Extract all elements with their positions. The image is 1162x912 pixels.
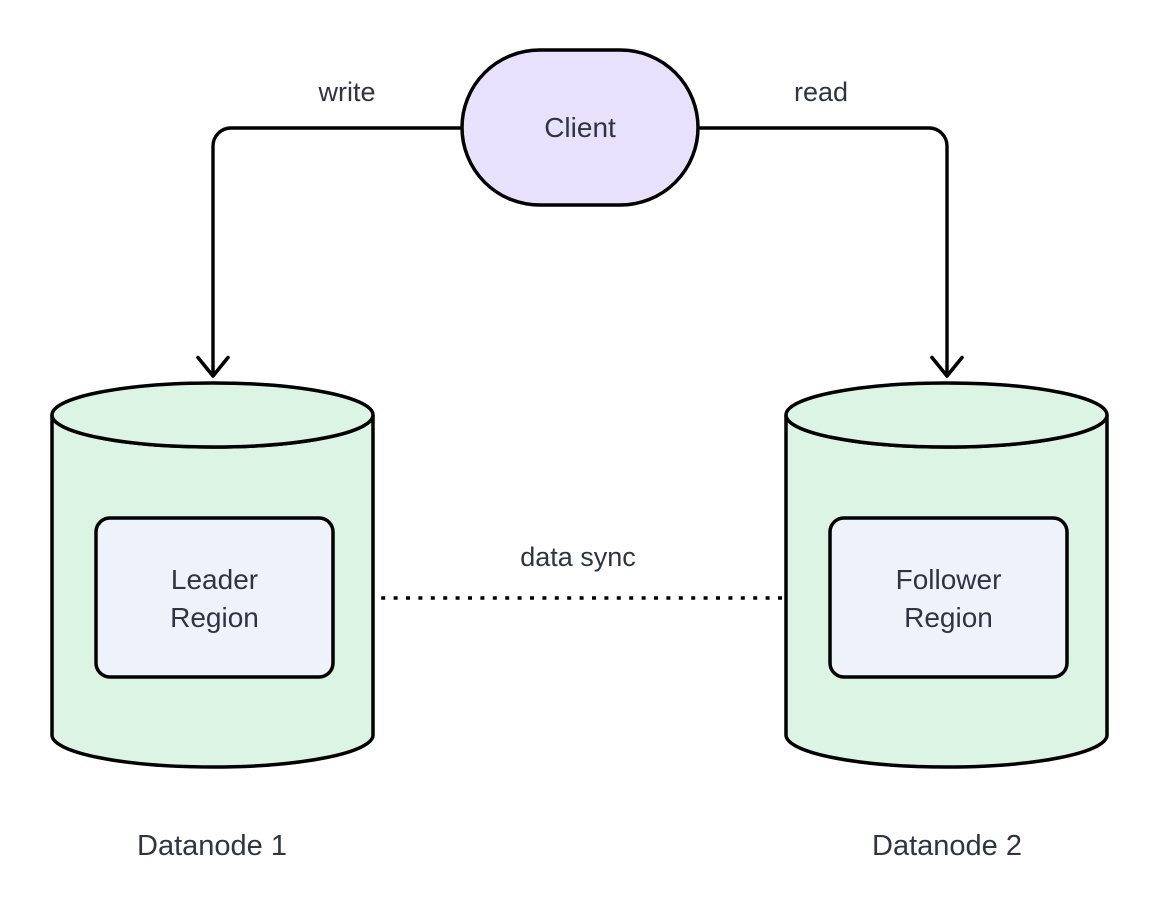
datanode1-cylinder-top	[50, 381, 375, 449]
leader-region-label-line2: Region	[170, 602, 259, 633]
client-label: Client	[544, 112, 616, 143]
read-edge: read	[696, 77, 964, 378]
read-edge-line	[696, 126, 949, 374]
datanode1-caption: Datanode 1	[137, 830, 287, 862]
datanode1-node: Leader Region Datanode 1	[50, 381, 375, 862]
follower-region-label-line2: Region	[904, 602, 993, 633]
data-sync-edge-label: data sync	[520, 542, 636, 572]
write-edge-label: write	[317, 77, 375, 107]
write-arrowhead-icon	[196, 355, 230, 378]
leader-region-label-line1: Leader	[171, 564, 258, 595]
client-stadium	[460, 48, 700, 207]
read-edge-label: read	[794, 77, 848, 107]
leader-region-box	[94, 516, 335, 679]
write-edge-line	[211, 126, 464, 374]
client-node: Client	[460, 48, 700, 207]
write-edge: write	[196, 77, 464, 378]
data-sync-edge: data sync	[344, 542, 831, 610]
read-arrowhead-icon	[930, 355, 964, 378]
datanode2-cylinder-top	[784, 381, 1109, 449]
datanode2-node: Follower Region Datanode 2	[784, 381, 1109, 862]
follower-region-label-line1: Follower	[896, 564, 1002, 595]
datanode2-caption: Datanode 2	[872, 830, 1022, 862]
follower-region-box	[828, 516, 1069, 679]
